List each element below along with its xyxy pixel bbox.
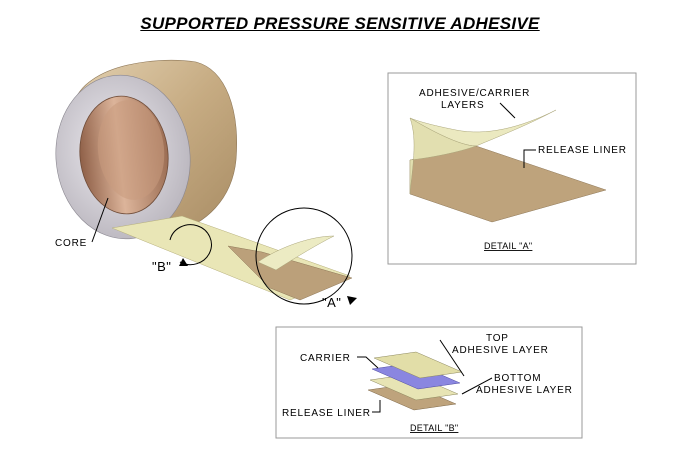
callout-b: "B" bbox=[152, 224, 212, 274]
detail-a-adhesive-label-2: LAYERS bbox=[441, 100, 485, 111]
detail-b-bottom-leader bbox=[461, 377, 493, 395]
detail-a-adhesive-label-1: ADHESIVE/CARRIER bbox=[419, 88, 530, 99]
detail-a-adhesive-leader bbox=[499, 102, 516, 119]
tape-peel-curl bbox=[257, 235, 335, 271]
callout-b-circle bbox=[169, 224, 212, 266]
detail-a-adhesive-front bbox=[409, 117, 477, 195]
callout-a: "A" bbox=[255, 207, 357, 310]
core-label: CORE bbox=[55, 238, 87, 249]
detail-b-carrier-leader bbox=[357, 356, 379, 369]
detail-a-caption: DETAIL "A" bbox=[484, 241, 532, 251]
detail-b-bottom-label-1: BOTTOM bbox=[494, 373, 541, 384]
detail-a-liner-label: RELEASE LINER bbox=[538, 145, 627, 156]
page-title: SUPPORTED PRESSURE SENSITIVE ADHESIVE bbox=[140, 14, 540, 33]
callout-b-label: "B" bbox=[152, 259, 171, 274]
detail-b-top-label-2: ADHESIVE LAYER bbox=[452, 345, 549, 356]
detail-b-liner-leader bbox=[372, 400, 381, 413]
callout-a-label: "A" bbox=[322, 295, 341, 310]
detail-a-panel: ADHESIVE/CARRIER LAYERS RELEASE LINER DE… bbox=[387, 72, 637, 265]
detail-b-top-label-1: TOP bbox=[486, 333, 509, 344]
detail-b-top-adhesive-layer bbox=[373, 351, 463, 379]
tape-strip bbox=[111, 215, 353, 301]
detail-b-panel: TOP ADHESIVE LAYER CARRIER BOTTOM ADHESI… bbox=[275, 326, 583, 439]
detail-b-bottom-label-2: ADHESIVE LAYER bbox=[476, 385, 573, 396]
detail-b-liner-label: RELEASE LINER bbox=[282, 408, 371, 419]
callout-a-circle bbox=[255, 207, 353, 305]
detail-b-caption: DETAIL "B" bbox=[410, 423, 458, 433]
tape-roll bbox=[55, 60, 237, 240]
detail-b-carrier-label: CARRIER bbox=[300, 353, 351, 364]
core-leader-line bbox=[91, 197, 109, 243]
detail-b-top-leader bbox=[439, 339, 465, 377]
callout-a-arrow bbox=[347, 296, 357, 305]
core-inner-shadow bbox=[97, 100, 165, 200]
callout-b-arrow bbox=[179, 258, 188, 266]
detail-a-liner-leader bbox=[523, 149, 536, 168]
